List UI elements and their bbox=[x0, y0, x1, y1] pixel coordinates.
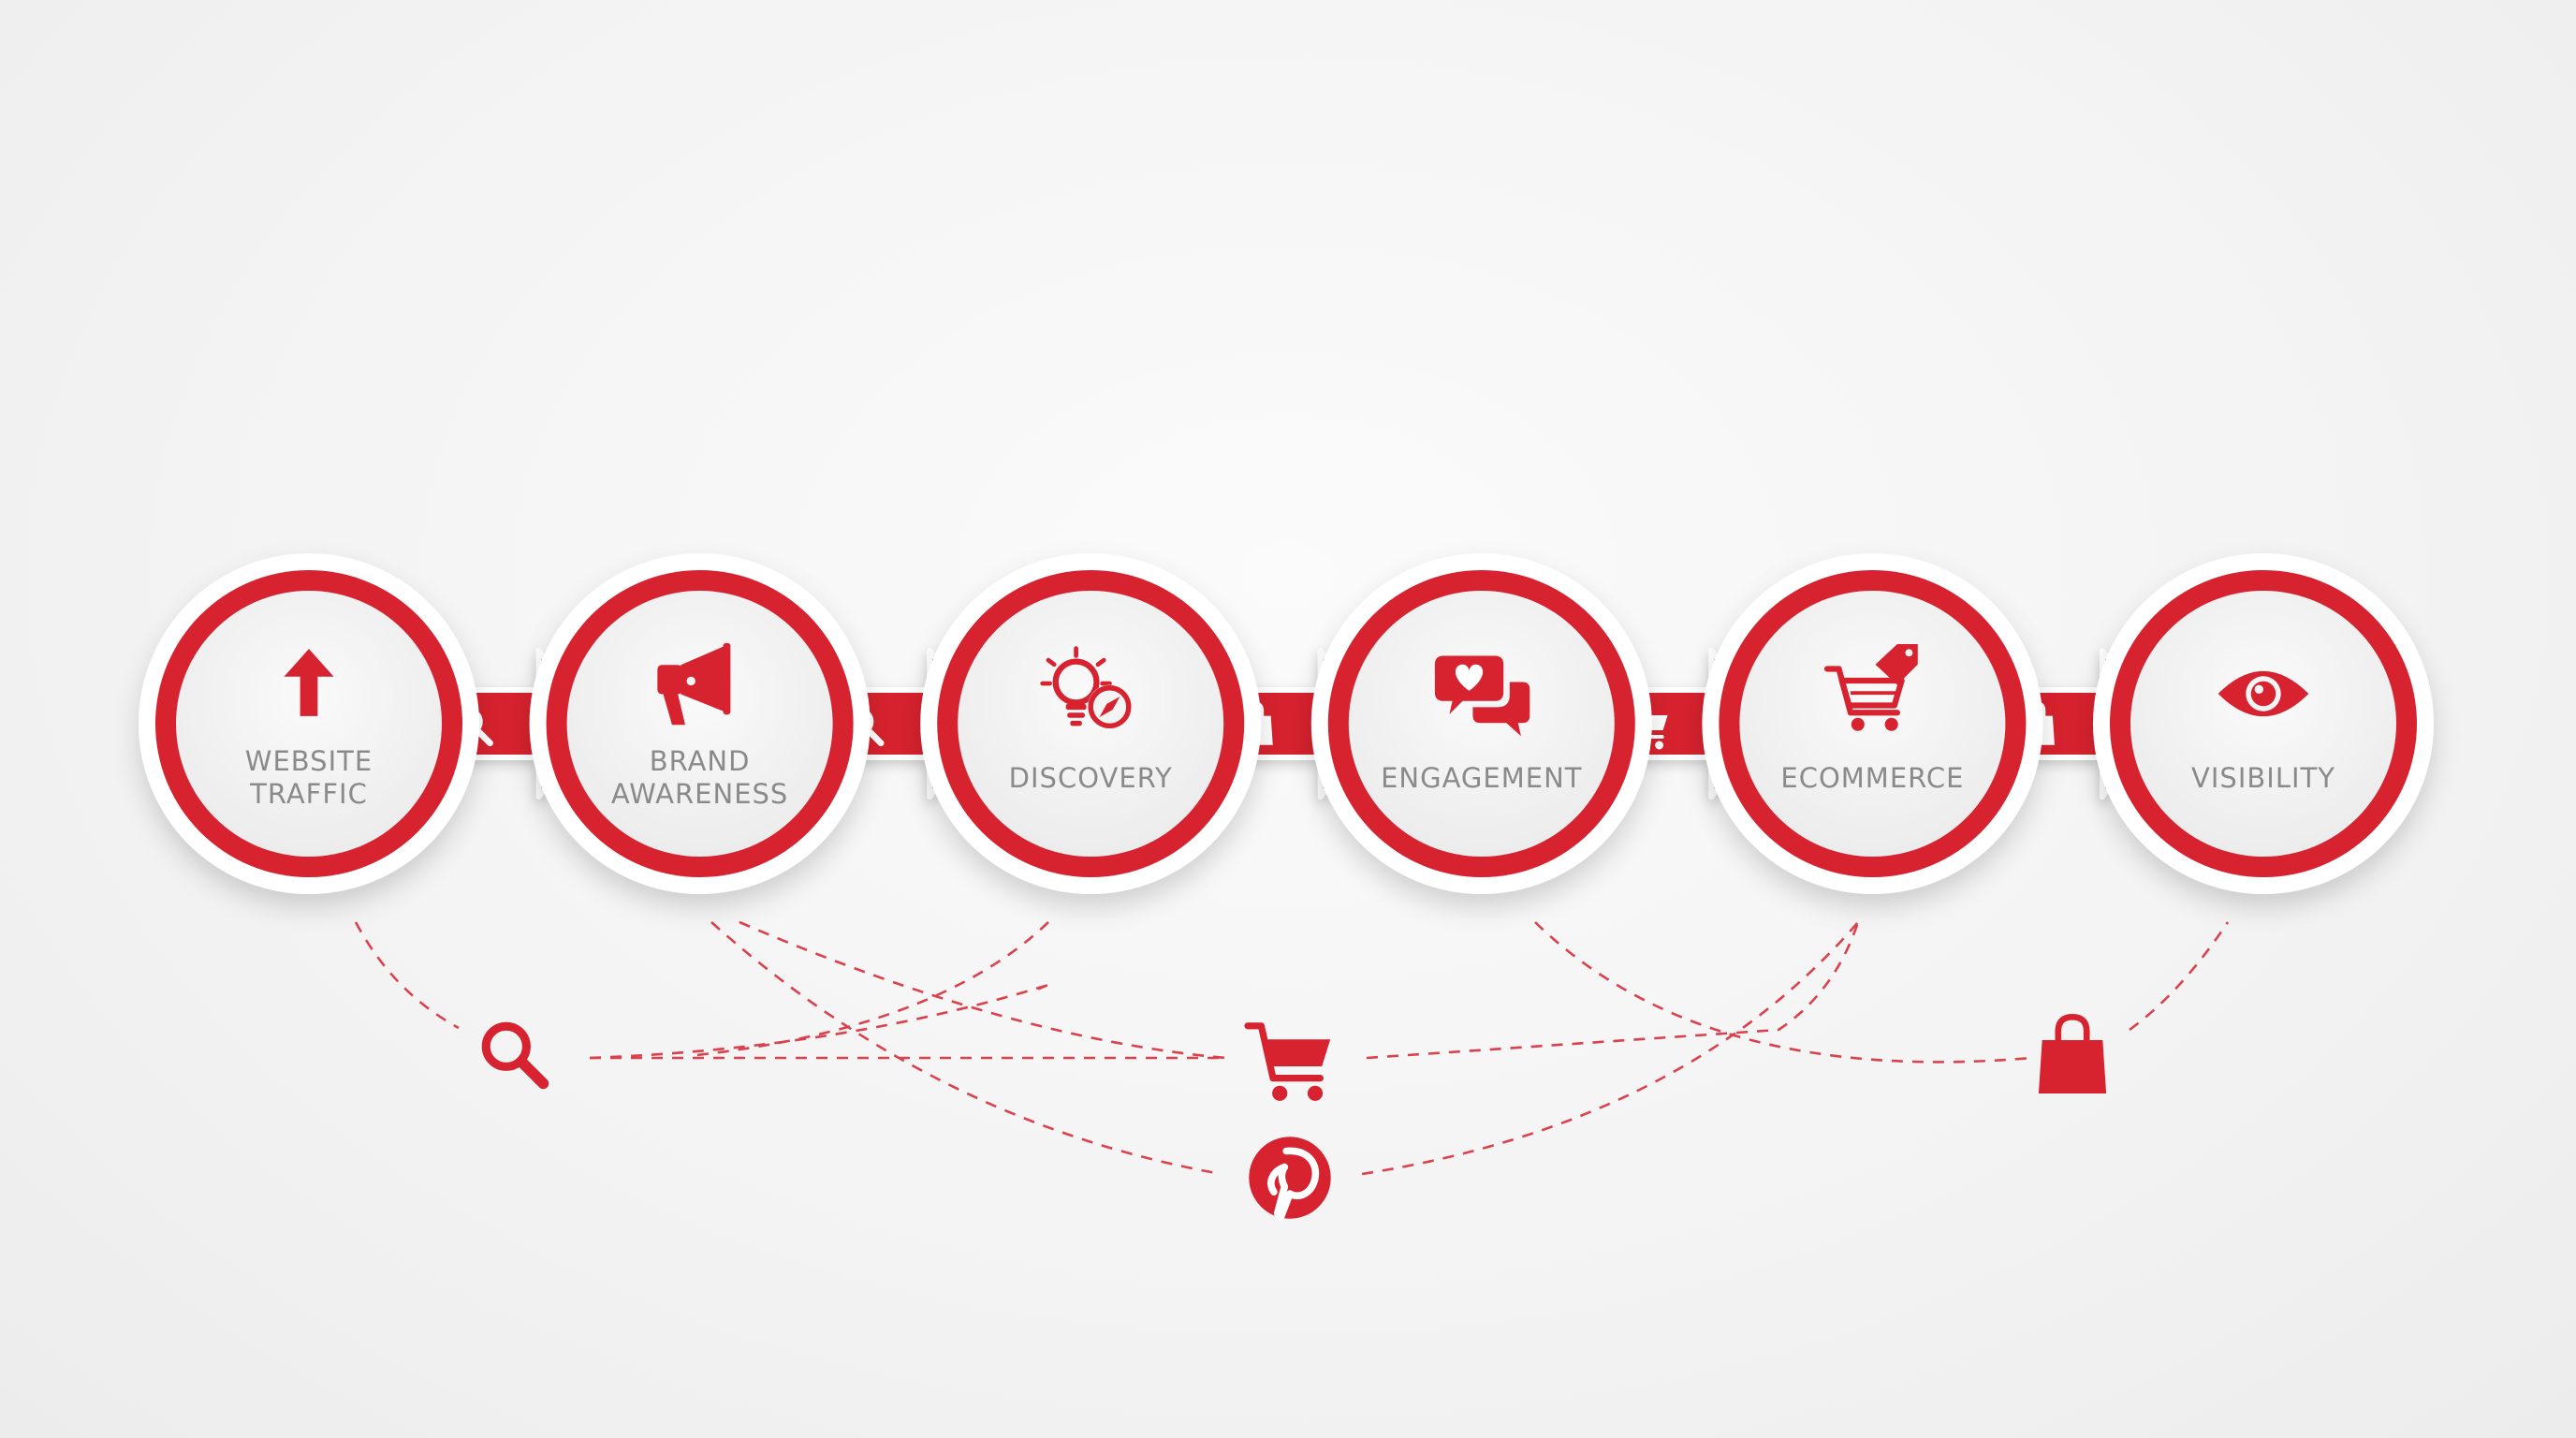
dashed-link bbox=[354, 921, 460, 1030]
dashed-link bbox=[1534, 921, 2032, 1064]
step-engagement: ENGAGEMENT bbox=[1310, 553, 1652, 894]
step-label: TRAFFIC bbox=[249, 778, 368, 810]
dashed-link bbox=[589, 983, 1049, 1060]
dashed-link bbox=[687, 921, 1049, 1058]
step-disc bbox=[958, 591, 1224, 857]
step-label: DISCOVERY bbox=[1009, 762, 1173, 794]
shopping-bag-icon bbox=[2038, 1013, 2107, 1093]
dashed-link bbox=[2129, 921, 2230, 1032]
step-disc bbox=[1739, 591, 2006, 857]
step-disc bbox=[2130, 591, 2396, 857]
chat-heart-icon bbox=[1434, 655, 1530, 737]
network-icons bbox=[481, 1013, 2107, 1221]
pinterest-icon bbox=[1249, 1137, 1331, 1221]
search-icon bbox=[481, 1021, 549, 1090]
step-label: WEBSITE bbox=[245, 745, 373, 777]
dashed-link bbox=[710, 921, 1222, 1176]
eye-icon bbox=[2217, 670, 2309, 717]
cart-tag-icon bbox=[1823, 643, 1918, 731]
step-ecommerce: ECOMMERCE bbox=[1702, 553, 2043, 894]
dashed-link bbox=[1361, 921, 1859, 1176]
step-disc bbox=[566, 591, 833, 857]
step-visibility: VISIBILITY bbox=[2093, 553, 2434, 894]
dashed-link bbox=[1366, 921, 1860, 1060]
step-disc bbox=[1348, 591, 1615, 857]
dashed-link bbox=[739, 920, 1227, 1060]
step-label: BRAND bbox=[650, 745, 751, 777]
step-label: ECOMMERCE bbox=[1780, 762, 1964, 794]
step-label: AWARENESS bbox=[611, 778, 789, 810]
arrow-up-icon bbox=[284, 649, 334, 716]
lightbulb-compass-icon bbox=[1040, 646, 1132, 729]
step-disc bbox=[176, 591, 442, 857]
megaphone-icon bbox=[657, 642, 731, 726]
step-label: ENGAGEMENT bbox=[1381, 762, 1582, 794]
cart-icon bbox=[1244, 1022, 1331, 1101]
dashed-network-lines bbox=[354, 920, 2230, 1176]
step-discovery: DISCOVERY bbox=[920, 553, 1262, 894]
step-label: VISIBILITY bbox=[2191, 762, 2335, 794]
